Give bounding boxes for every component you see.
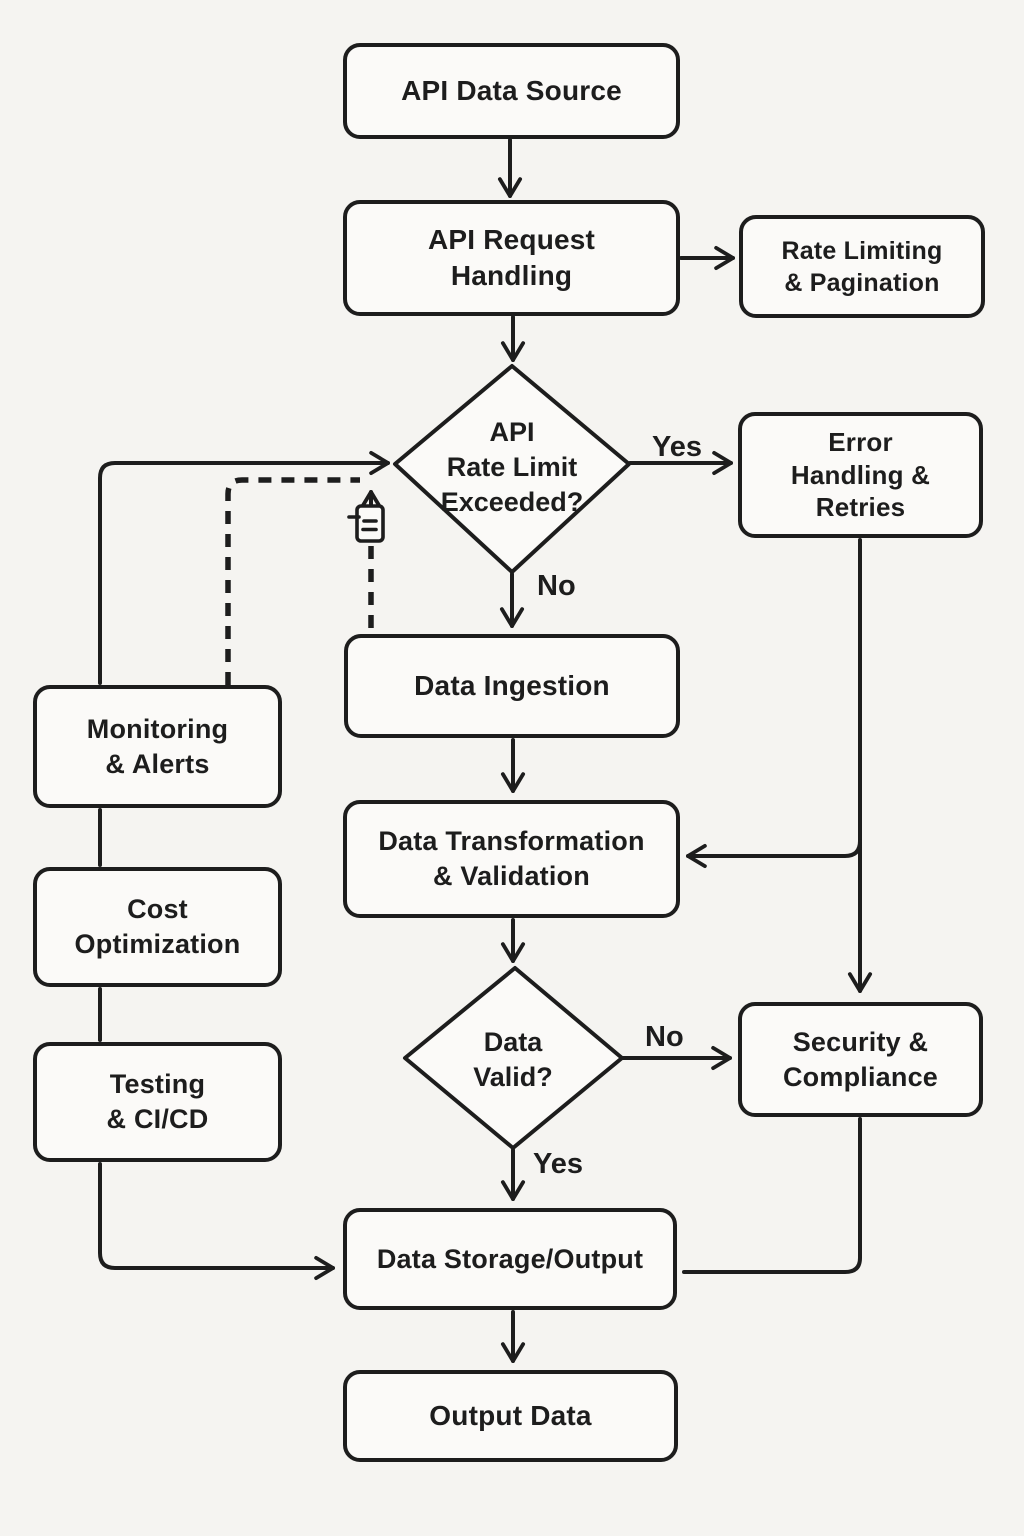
edge-label-data-valid-yes: Yes [533, 1148, 583, 1180]
node-data-storage-output: Data Storage/Output [343, 1208, 677, 1310]
note-icon [347, 504, 385, 543]
decision-rate-limit-label: API Rate Limit Exceeded? [440, 416, 584, 518]
edge-security-to-storage [682, 1117, 862, 1274]
node-data-transformation-validation: Data Transformation & Validation [343, 800, 680, 918]
node-monitoring-alerts: Monitoring & Alerts [33, 685, 282, 808]
edge-label-data-valid-no: No [645, 1021, 684, 1053]
node-rate-limiting-pagination: Rate Limiting & Pagination [739, 215, 985, 318]
node-testing-cicd: Testing & CI/CD [33, 1042, 282, 1162]
decision-data-valid-label: Data Valid? [473, 1026, 553, 1092]
edge-dashed-monitoring-loop [225, 477, 360, 685]
edge-testing-to-storage [98, 1162, 335, 1281]
node-data-ingestion: Data Ingestion [344, 634, 680, 738]
edge-monitoring-to-decision [98, 450, 390, 685]
decision-data-valid-shape [403, 966, 624, 1150]
node-error-handling-retries: Error Handling & Retries [738, 412, 983, 538]
node-api-data-source: API Data Source [343, 43, 680, 139]
edge-label-rate-limit-yes: Yes [652, 431, 702, 463]
node-cost-optimization: Cost Optimization [33, 867, 282, 987]
node-api-request-handling: API Request Handling [343, 200, 680, 316]
node-security-compliance: Security & Compliance [738, 1002, 983, 1117]
decision-rate-limit-shape [393, 364, 631, 574]
node-output-data: Output Data [343, 1370, 678, 1462]
edge-errorhandling-to-transformation [686, 839, 862, 869]
edge-label-rate-limit-no: No [537, 570, 576, 602]
